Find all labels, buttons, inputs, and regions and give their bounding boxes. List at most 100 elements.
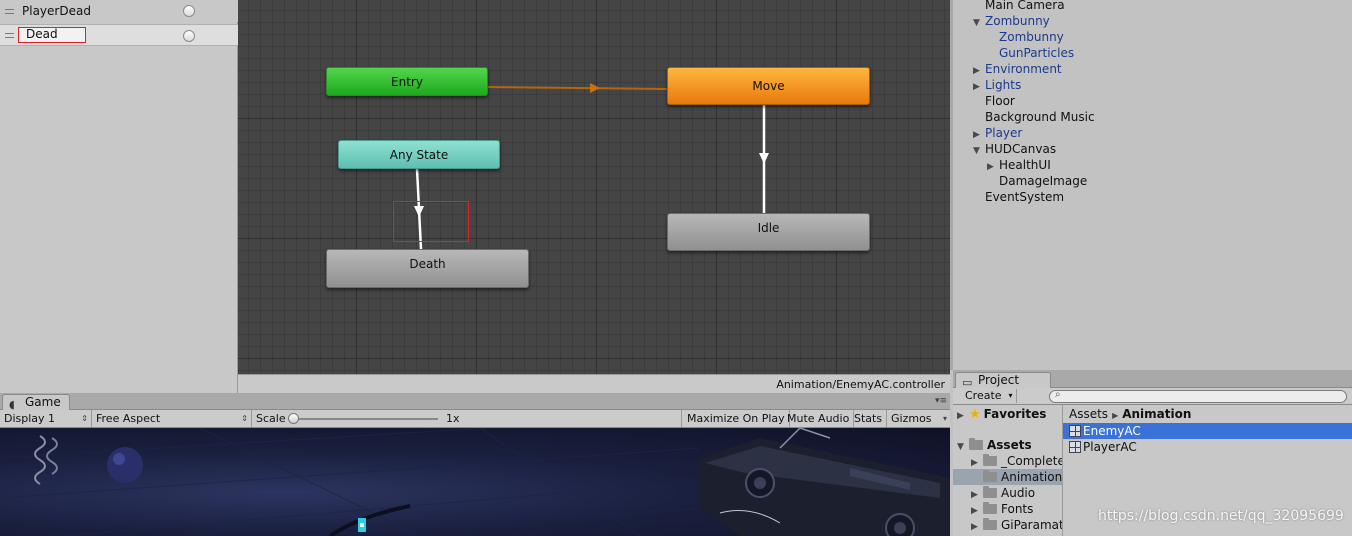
hierarchy-item-label: GunParticles: [999, 46, 1075, 60]
aspect-dropdown[interactable]: Free Aspect ⇕: [92, 410, 252, 427]
folder-label: GiParamat: [1001, 518, 1063, 532]
hierarchy-item[interactable]: ▶HealthUI: [987, 157, 1051, 173]
create-dropdown[interactable]: Create ▾: [957, 389, 1017, 403]
folder-item[interactable]: ▶ _Complete: [971, 453, 1063, 469]
collapse-arrow-icon[interactable]: ▼: [957, 442, 964, 452]
expand-arrow-icon[interactable]: ▶: [971, 522, 978, 532]
maximize-on-play-toggle[interactable]: Maximize On Play: [683, 410, 790, 427]
hierarchy-item[interactable]: Main Camera: [973, 0, 1065, 13]
animator-controller-icon: [1069, 425, 1081, 437]
tab-game[interactable]: ◖ Game: [2, 394, 70, 411]
breadcrumb-current[interactable]: Animation: [1122, 407, 1192, 421]
hierarchy-item[interactable]: EventSystem: [973, 189, 1064, 205]
folder-icon: ▭: [962, 376, 973, 389]
mute-audio-toggle[interactable]: Mute Audio: [783, 410, 855, 427]
project-panel: ▭ Project Create ▾ ⌕ ▶★Favorites ▼Assets…: [953, 370, 1352, 536]
game-viewport[interactable]: [0, 428, 950, 536]
hierarchy-item-label: Floor: [985, 94, 1015, 108]
updown-icon: ⇕: [241, 414, 248, 423]
favorites-item[interactable]: ▶★Favorites: [957, 406, 1046, 422]
hierarchy-item[interactable]: Floor: [973, 93, 1015, 109]
gizmos-dropdown[interactable]: Gizmos ▾: [887, 410, 950, 427]
create-label: Create: [965, 389, 1002, 402]
display-dropdown[interactable]: Display 1 ⇕: [0, 410, 92, 427]
animator-status-bar: Animation/EnemyAC.controller: [238, 374, 950, 393]
hierarchy-item-label: Zombunny: [999, 30, 1064, 44]
state-idle[interactable]: Idle: [667, 213, 870, 251]
transition-layer: [414, 83, 769, 250]
parameter-name-input[interactable]: Dead: [18, 27, 86, 43]
expand-arrow-icon[interactable]: ▶: [971, 490, 978, 500]
asset-label: EnemyAC: [1083, 424, 1141, 438]
asset-playerac[interactable]: PlayerAC: [1063, 439, 1352, 455]
game-toolbar: Display 1 ⇕ Free Aspect ⇕ Scale 1x Maxim…: [0, 410, 950, 428]
folder-item[interactable]: ▶Audio: [971, 485, 1035, 501]
trigger-radio[interactable]: [183, 5, 195, 17]
folder-label: _Complete: [1001, 454, 1063, 468]
hierarchy-item-label: Player: [985, 126, 1023, 140]
project-tab-bar: ▭ Project: [953, 370, 1352, 389]
stats-toggle[interactable]: Stats: [850, 410, 888, 427]
expand-arrow-icon[interactable]: ▶: [973, 130, 980, 140]
hierarchy-item[interactable]: ▼ HUDCanvas: [973, 141, 1056, 157]
assets-root-item[interactable]: ▼Assets: [957, 437, 1032, 453]
folder-label: Animation: [1001, 470, 1063, 484]
parameter-name[interactable]: PlayerDead: [22, 4, 91, 18]
game-panel: ◖ Game ▾≡ Display 1 ⇕ Free Aspect ⇕ Scal…: [0, 393, 950, 536]
hierarchy-item-label: HUDCanvas: [985, 142, 1057, 156]
folder-item[interactable]: ▶ Fonts: [971, 501, 1033, 517]
expand-arrow-icon[interactable]: ▶: [973, 82, 980, 92]
state-any-state[interactable]: Any State: [338, 140, 500, 169]
pacman-icon: ◖: [9, 398, 15, 411]
folder-item-selected[interactable]: Animation: [953, 469, 1063, 485]
state-move[interactable]: Move: [667, 67, 870, 105]
chevron-down-icon: ▾: [942, 414, 947, 423]
hierarchy-item[interactable]: ▶ Player: [973, 125, 1022, 141]
controller-path: Animation/EnemyAC.controller: [776, 378, 945, 391]
hierarchy-item[interactable]: ▶Lights: [973, 77, 1021, 93]
scale-label: Scale: [256, 412, 286, 425]
project-search-input[interactable]: ⌕: [1049, 389, 1347, 403]
transition-entry-move: [487, 86, 668, 90]
state-entry[interactable]: Entry: [326, 67, 488, 96]
folder-label: Fonts: [1001, 502, 1034, 516]
expand-arrow-icon[interactable]: ▶: [971, 458, 978, 468]
tab-label: Project: [978, 373, 1020, 387]
collapse-arrow-icon[interactable]: ▼: [973, 18, 980, 28]
hierarchy-item[interactable]: Zombunny: [987, 29, 1064, 45]
scale-slider-thumb[interactable]: [288, 413, 299, 424]
asset-label: PlayerAC: [1083, 440, 1137, 454]
hierarchy-item[interactable]: GunParticles: [987, 45, 1074, 61]
collapse-arrow-icon[interactable]: ▼: [973, 146, 980, 156]
hierarchy-item[interactable]: ▼ Zombunny: [973, 13, 1050, 29]
hierarchy-item[interactable]: DamageImage: [987, 173, 1087, 189]
expand-arrow-icon[interactable]: ▶: [973, 66, 980, 76]
animator-graph[interactable]: Entry Move Any State Idle Death: [238, 0, 950, 374]
display-label: Display 1: [4, 412, 56, 425]
trigger-radio[interactable]: [183, 30, 195, 42]
breadcrumb-root[interactable]: Assets: [1069, 407, 1109, 421]
hierarchy-item[interactable]: Background Music: [973, 109, 1095, 125]
folder-item[interactable]: ▶ GiParamat: [971, 517, 1063, 533]
parameter-row-dead[interactable]: Dead: [0, 24, 238, 46]
project-toolbar: Create ▾ ⌕: [953, 388, 1352, 405]
aspect-label: Free Aspect: [96, 412, 161, 425]
animator-controller-icon: [1069, 441, 1081, 453]
expand-arrow-icon[interactable]: ▶: [987, 162, 994, 172]
hierarchy-item-label: Zombunny: [985, 14, 1050, 28]
panel-menu-icon[interactable]: ▾≡: [934, 396, 947, 406]
watermark: https://blog.csdn.net/qq_32095699: [1098, 508, 1344, 524]
state-death[interactable]: Death: [326, 249, 529, 288]
scale-slider[interactable]: [292, 418, 438, 420]
expand-arrow-icon[interactable]: ▶: [971, 506, 978, 516]
tab-project[interactable]: ▭ Project: [955, 372, 1051, 389]
project-folder-tree: ▶★Favorites ▼Assets ▶ _Complete Animation…: [953, 405, 1063, 536]
drag-handle-icon[interactable]: [5, 8, 14, 14]
hierarchy-item[interactable]: ▶Environment: [973, 61, 1062, 77]
expand-arrow-icon[interactable]: ▶: [957, 411, 964, 421]
transition-arrow-any-death: [414, 206, 424, 217]
asset-enemyac[interactable]: EnemyAC: [1063, 423, 1352, 439]
drag-handle-icon[interactable]: [5, 32, 14, 38]
parameter-row-playerdead[interactable]: PlayerDead: [0, 0, 238, 22]
